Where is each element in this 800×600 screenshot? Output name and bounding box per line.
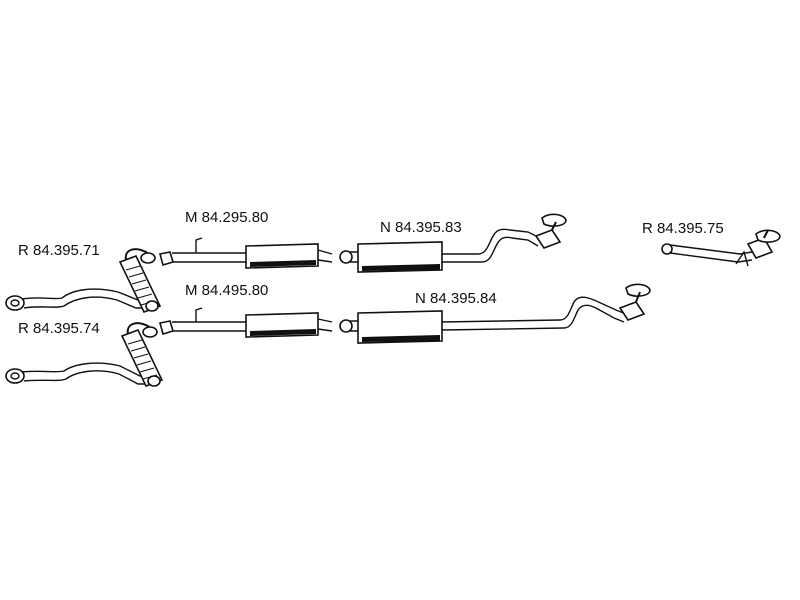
label-m-84-295-80: M 84.295.80 bbox=[185, 209, 269, 226]
part-n-84-395-84 bbox=[339, 283, 651, 344]
label-n-84-395-83: N 84.395.83 bbox=[380, 219, 462, 236]
part-r-84-395-75 bbox=[661, 229, 781, 267]
label-r-84-395-74: R 84.395.74 bbox=[18, 320, 100, 337]
part-r-84-395-74 bbox=[5, 322, 164, 388]
label-r-84-395-71: R 84.395.71 bbox=[18, 242, 100, 259]
part-r-84-395-71 bbox=[5, 248, 162, 314]
part-m-84-495-80 bbox=[159, 307, 333, 338]
part-n-84-395-83 bbox=[339, 213, 567, 273]
label-n-84-395-84: N 84.395.84 bbox=[415, 290, 497, 307]
label-m-84-495-80: M 84.495.80 bbox=[185, 282, 269, 299]
label-r-84-395-75: R 84.395.75 bbox=[642, 220, 724, 237]
part-m-84-295-80 bbox=[159, 237, 333, 269]
